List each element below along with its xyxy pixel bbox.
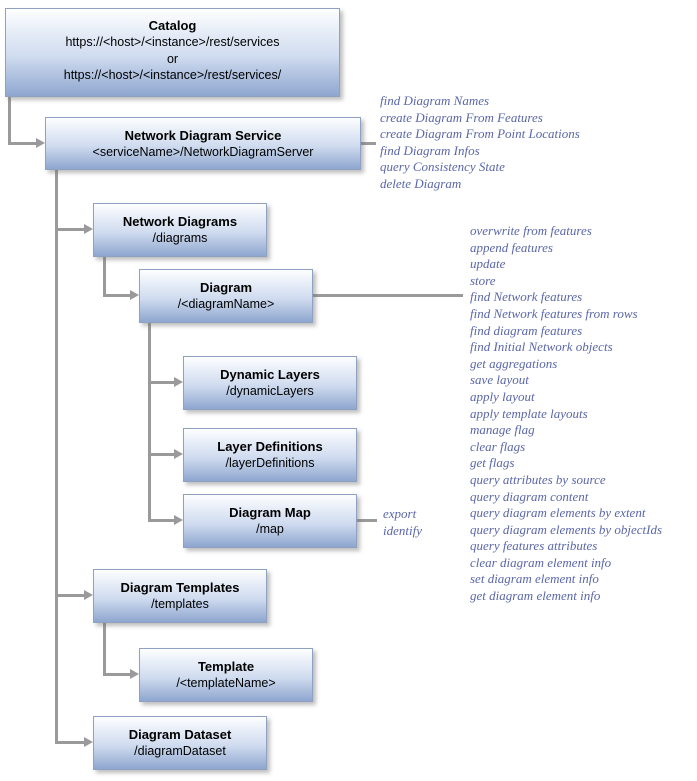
- operation-label: identify: [383, 522, 422, 538]
- connector-line: [55, 594, 85, 597]
- node-title: Diagram Dataset: [128, 727, 232, 743]
- operation-label: get aggregations: [470, 355, 558, 371]
- connector-line: [361, 142, 376, 145]
- arrowhead-icon: [84, 224, 93, 234]
- connector-line: [357, 519, 377, 522]
- operation-label: create Diagram From Point Locations: [380, 126, 580, 142]
- node-layer-definitions: Layer Definitions /layerDefinitions: [183, 428, 357, 482]
- node-path: /templates: [151, 597, 209, 612]
- node-diagram-map: Diagram Map /map: [183, 494, 357, 548]
- connector-line: [8, 142, 36, 145]
- connector-line: [148, 381, 175, 384]
- arrowhead-icon: [84, 590, 93, 600]
- operation-label: query Consistency State: [380, 159, 505, 175]
- connector-line: [148, 519, 175, 522]
- operation-label: find Network features: [470, 289, 583, 305]
- node-diagram: Diagram /<diagramName>: [139, 269, 313, 323]
- operation-label: clear diagram element info: [470, 554, 612, 570]
- node-path: <serviceName>/NetworkDiagramServer: [92, 144, 314, 159]
- node-path: /map: [256, 522, 284, 537]
- node-network-diagram-service: Network Diagram Service <serviceName>/Ne…: [45, 117, 361, 170]
- connector-line: [55, 741, 85, 744]
- operation-label: export: [383, 506, 417, 521]
- connector-line: [313, 294, 463, 297]
- connector-line: [55, 170, 58, 744]
- node-path: /<diagramName>: [177, 297, 275, 312]
- catalog-url-2: https://<host>/<instance>/rest/services/: [63, 68, 282, 82]
- node-title: Diagram Templates: [120, 580, 240, 596]
- connector-line: [103, 673, 131, 676]
- operation-label: save layout: [470, 372, 529, 388]
- node-template: Template /<templateName>: [139, 648, 313, 702]
- node-path: /diagramDataset: [134, 744, 226, 759]
- node-catalog: Catalog https://<host>/<instance>/rest/s…: [5, 8, 340, 97]
- arrowhead-icon: [130, 290, 139, 300]
- node-path: /<templateName>: [176, 676, 276, 691]
- node-path: /diagrams: [152, 231, 208, 246]
- operation-label: store: [470, 272, 496, 288]
- operation-label: query diagram elements by extent: [470, 505, 646, 521]
- operation-label: query features attributes: [470, 538, 598, 554]
- operation-label: query diagram elements by objectIds: [470, 521, 663, 537]
- connector-line: [103, 294, 131, 297]
- node-dynamic-layers: Dynamic Layers /dynamicLayers: [183, 356, 357, 410]
- catalog-or-label: or: [166, 51, 179, 66]
- arrowhead-icon: [174, 449, 183, 459]
- arrowhead-icon: [130, 669, 139, 679]
- operation-label: create Diagram From Features: [380, 109, 543, 125]
- operation-label: find Network features from rows: [470, 305, 638, 321]
- arrowhead-icon: [84, 737, 93, 747]
- node-path: /layerDefinitions: [225, 456, 315, 471]
- operation-label: apply layout: [470, 388, 535, 404]
- arrowhead-icon: [36, 138, 45, 148]
- node-title: Network Diagrams: [122, 214, 238, 230]
- node-diagram-templates: Diagram Templates /templates: [93, 569, 267, 623]
- connector-line: [103, 623, 106, 676]
- node-title: Layer Definitions: [217, 439, 323, 455]
- connector-line: [148, 453, 175, 456]
- operation-label: find Diagram Infos: [380, 142, 480, 158]
- catalog-url-1: https://<host>/<instance>/rest/services: [65, 35, 280, 49]
- arrowhead-icon: [174, 377, 183, 387]
- catalog-title: Catalog: [148, 18, 197, 33]
- node-title: Diagram Map: [229, 505, 311, 521]
- node-title: Network Diagram Service: [124, 127, 282, 143]
- operation-label: append features: [470, 239, 553, 255]
- operation-label: apply template layouts: [470, 405, 588, 421]
- connector-line: [148, 323, 151, 522]
- connector-line: [55, 228, 85, 231]
- connector-line: [103, 257, 106, 297]
- operation-label: get diagram element info: [470, 588, 601, 604]
- arrowhead-icon: [174, 515, 183, 525]
- diagram-operations-list: overwrite from features append features …: [470, 223, 662, 605]
- node-path: /dynamicLayers: [226, 384, 314, 399]
- operation-label: update: [470, 256, 506, 272]
- operation-label: find Initial Network objects: [470, 339, 613, 355]
- node-title: Diagram: [199, 280, 253, 296]
- operation-label: manage flag: [470, 422, 535, 438]
- operation-label: query diagram content: [470, 488, 589, 504]
- node-network-diagrams: Network Diagrams /diagrams: [93, 203, 267, 257]
- service-operations-list: find Diagram Names create Diagram From F…: [380, 93, 580, 193]
- node-title: Template: [197, 659, 255, 675]
- operation-label: find diagram features: [470, 322, 583, 338]
- diagram-map-operations-list: export identify: [383, 506, 422, 539]
- operation-label: query attributes by source: [470, 471, 606, 487]
- operation-label: set diagram element info: [470, 571, 599, 587]
- operation-label: overwrite from features: [470, 223, 592, 238]
- operation-label: get flags: [470, 455, 515, 471]
- connector-line: [8, 97, 11, 145]
- operation-label: find Diagram Names: [380, 93, 490, 108]
- operation-label: delete Diagram: [380, 175, 462, 191]
- node-diagram-dataset: Diagram Dataset /diagramDataset: [93, 716, 267, 770]
- node-title: Dynamic Layers: [220, 367, 320, 383]
- operation-label: clear flags: [470, 438, 526, 454]
